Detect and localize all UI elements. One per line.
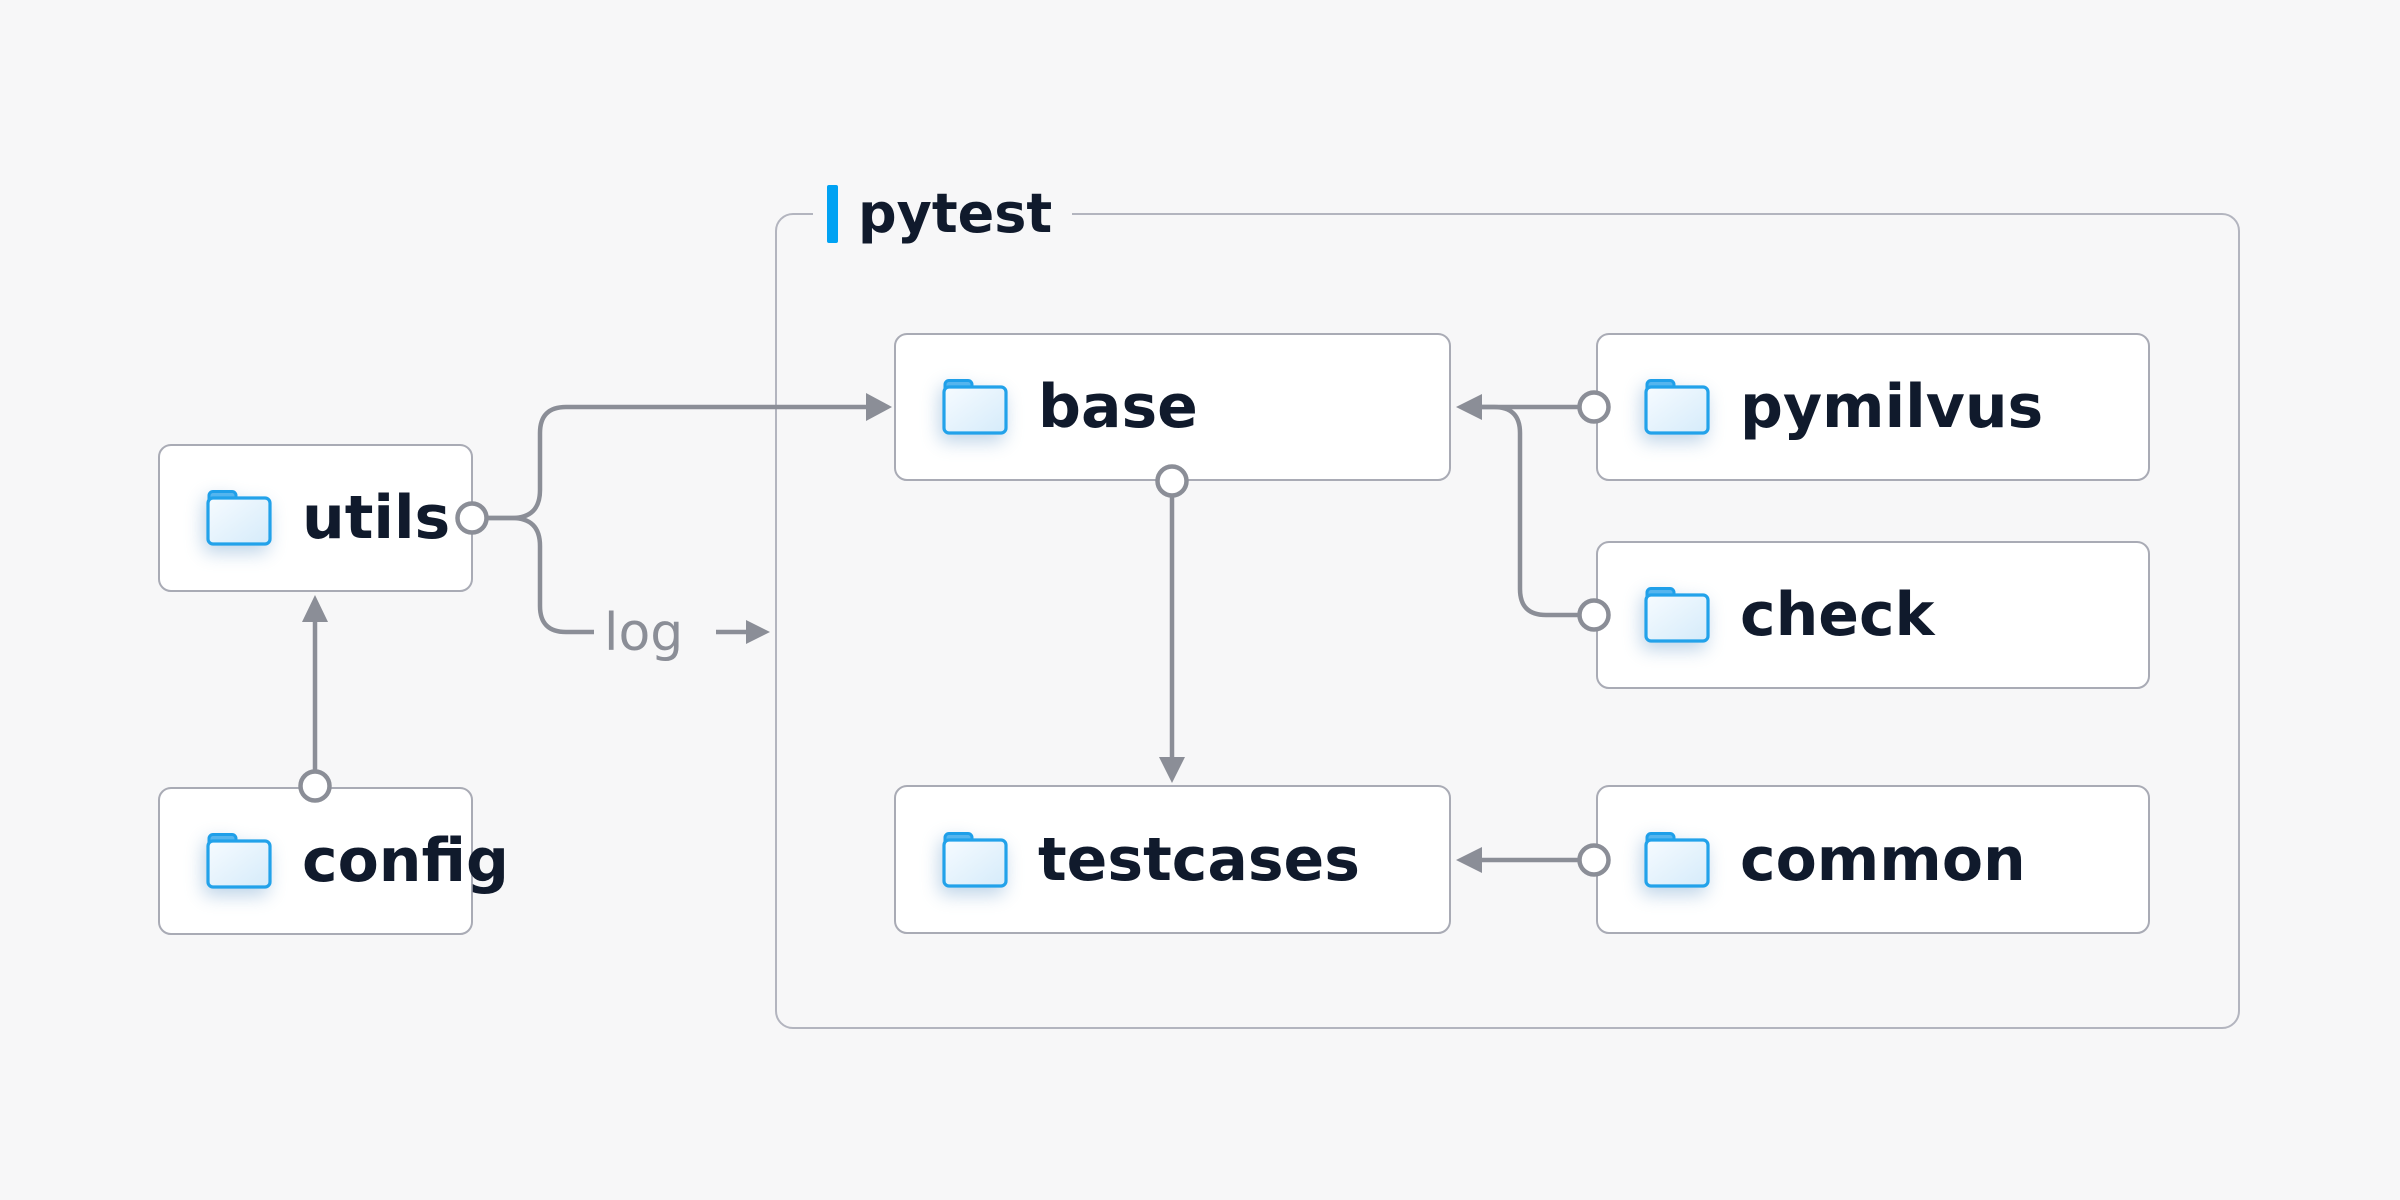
folder-icon [1644, 587, 1710, 643]
node-testcases: testcases [894, 785, 1451, 934]
folder-icon [942, 379, 1008, 435]
node-pymilvus: pymilvus [1596, 333, 2150, 481]
node-utils: utils [158, 444, 473, 592]
pytest-group-title: pytest [858, 182, 1053, 245]
accent-bar [827, 185, 838, 243]
pytest-group-box: pytest [775, 184, 2240, 1029]
pytest-group-label: pytest [813, 182, 1073, 245]
node-config: config [158, 787, 509, 935]
folder-icon [1644, 831, 1710, 888]
edge-utils-to-log: log [487, 515, 770, 663]
node-label: config [302, 826, 509, 896]
node-label: check [1740, 580, 1935, 650]
node-label: pymilvus [1740, 372, 2044, 442]
node-check: check [1596, 541, 2150, 689]
node-label: base [1038, 372, 1198, 442]
node-base: base [894, 333, 1451, 481]
folder-icon [206, 490, 272, 546]
folder-icon [206, 833, 272, 889]
node-label: common [1740, 824, 2026, 895]
log-label: log [604, 603, 683, 663]
node-label: testcases [1038, 824, 1360, 895]
folder-icon [1644, 379, 1710, 435]
edge-config-to-utils [298, 595, 332, 803]
node-label: utils [302, 483, 451, 553]
node-common: common [1596, 785, 2150, 934]
folder-icon [942, 831, 1008, 888]
